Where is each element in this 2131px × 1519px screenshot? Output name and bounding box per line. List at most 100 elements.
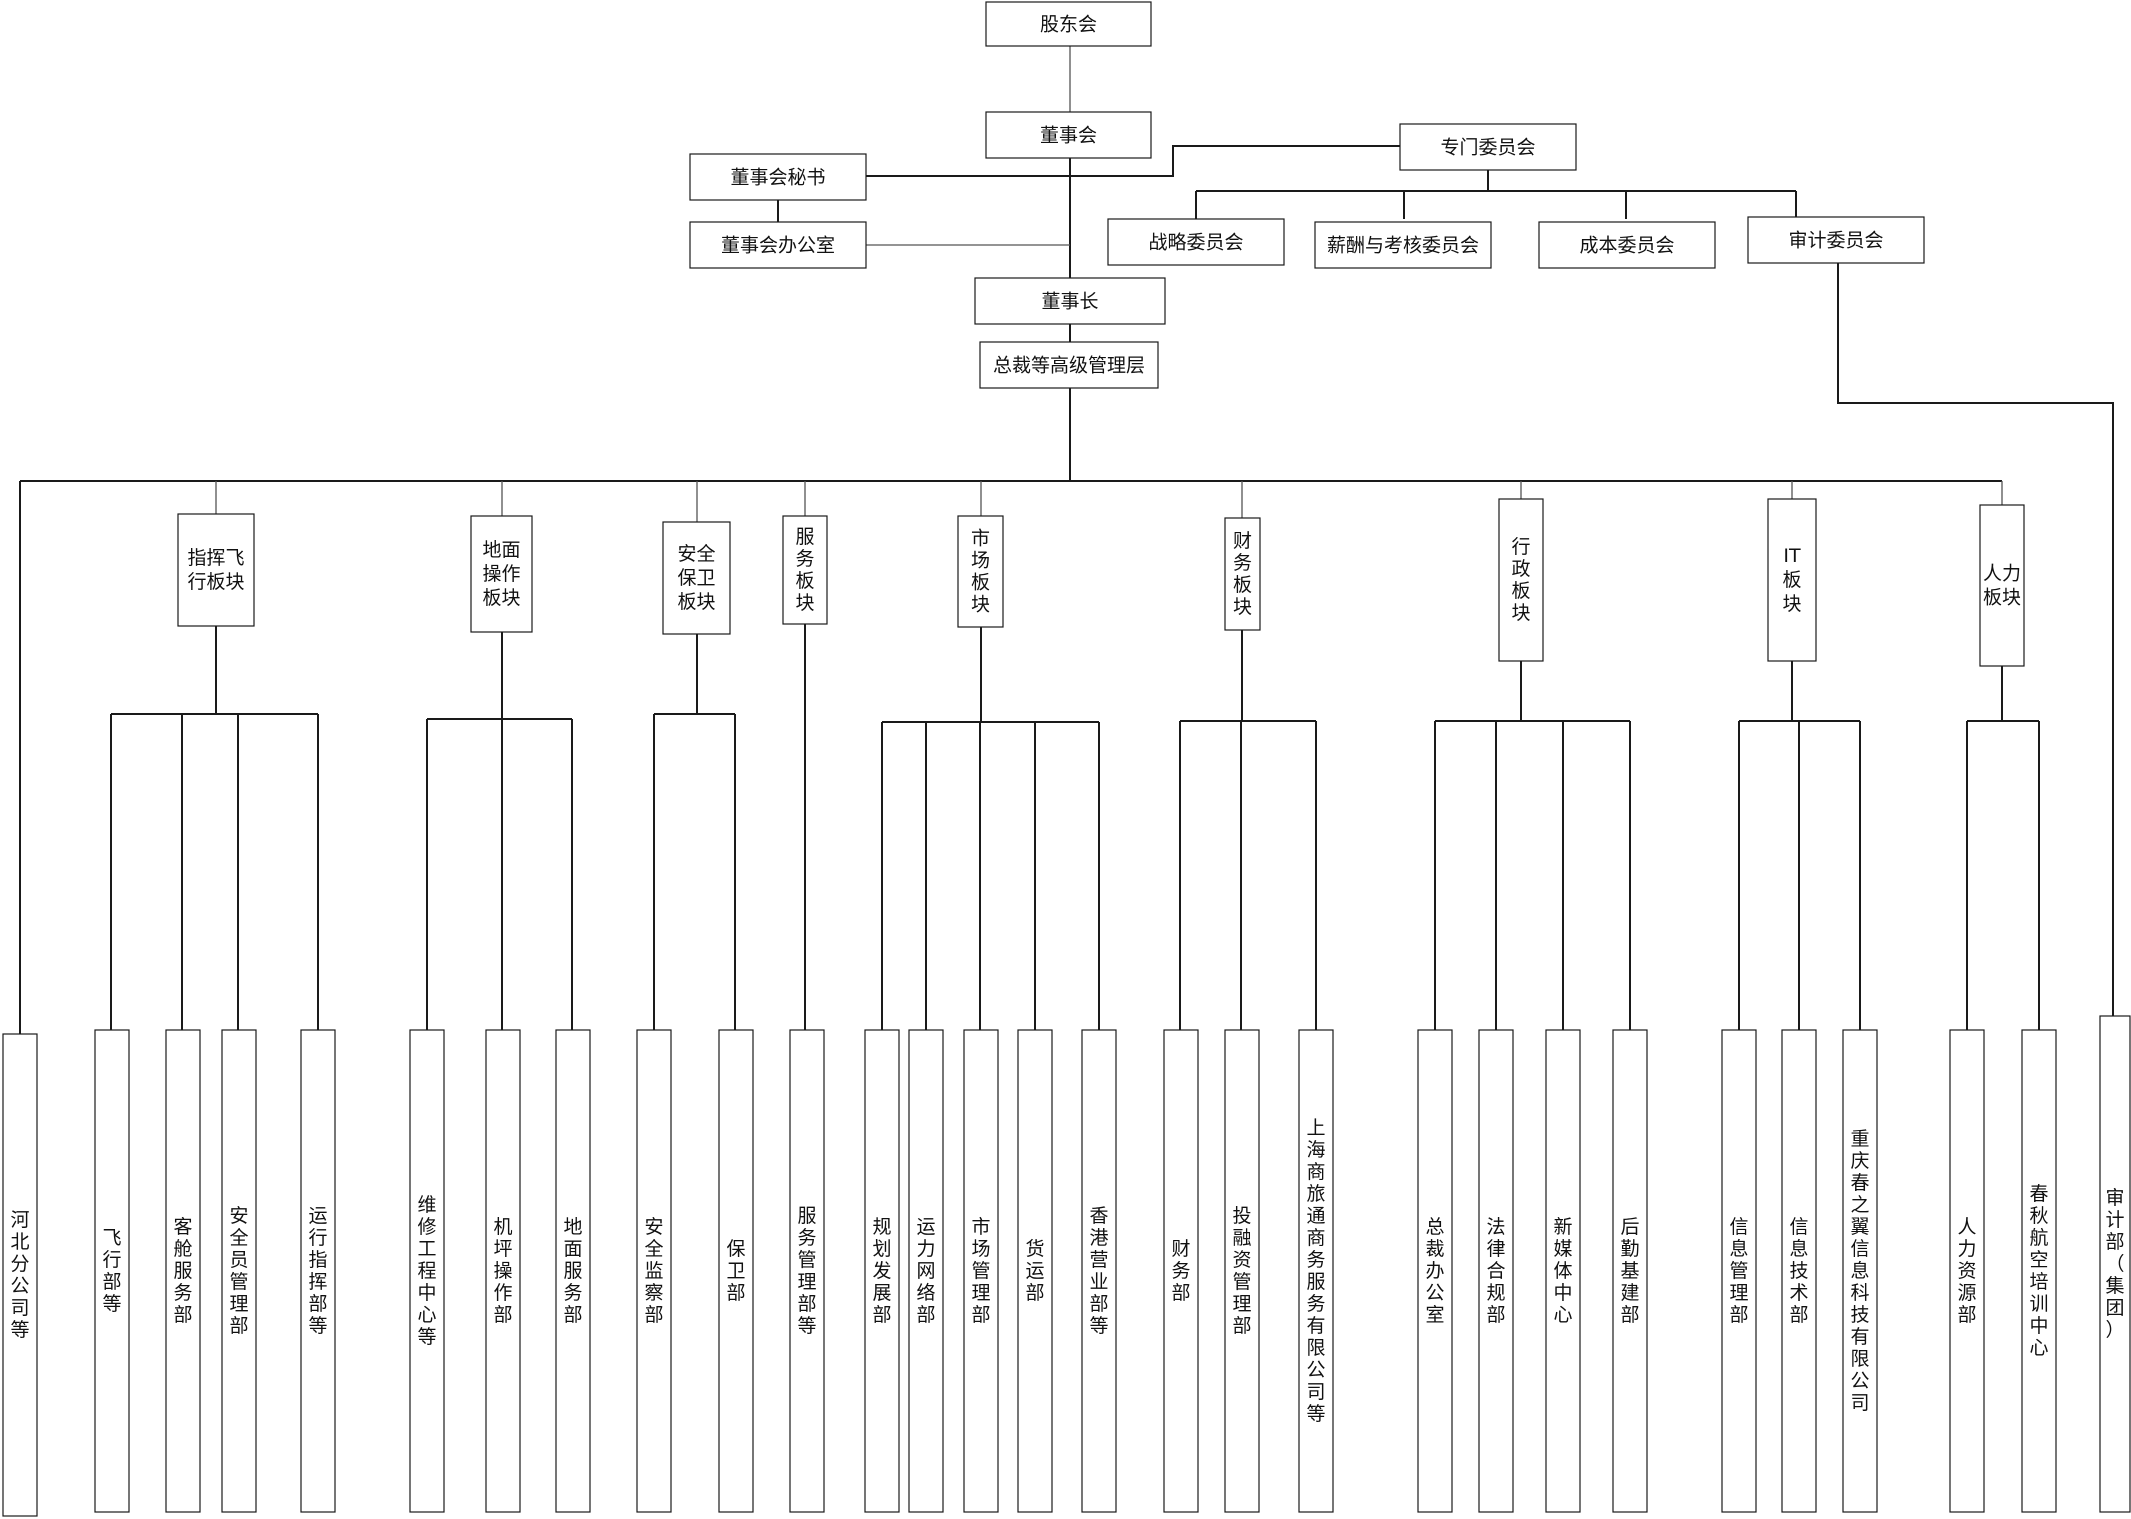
cost-committee-box-frame — [1538, 221, 1716, 269]
audit-committee-box-label: 审计委员会 — [1788, 230, 1883, 252]
dept-market-mgmt-label: 市场管理部 — [971, 1216, 990, 1326]
dept-finance-dept: 财务部 — [1163, 1029, 1199, 1513]
dept-hebei-branch-label: 河北分公司等 — [10, 1209, 29, 1341]
dept-logistics-label: 后勤基建部 — [1620, 1216, 1639, 1326]
compensation-committee-box-frame — [1314, 221, 1492, 269]
dept-apron-ops-label: 机坪操作部 — [493, 1216, 512, 1326]
dept-hr-dept: 人力资源部 — [1949, 1029, 1985, 1513]
dept-maintenance-label: 维修工程中心等 — [417, 1194, 436, 1348]
sector-service: 服务板块 — [782, 515, 828, 625]
dept-info-tech-frame — [1781, 1029, 1817, 1513]
dept-planning: 规划发展部 — [864, 1029, 900, 1513]
dept-legal-frame — [1478, 1029, 1514, 1513]
dept-shanghai-travel: 上海商旅通商务服务有限公司等 — [1298, 1029, 1334, 1513]
sector-finance-frame — [1224, 517, 1261, 631]
sector-market-frame — [957, 515, 1004, 628]
committee-group-box: 专门委员会 — [1399, 123, 1577, 171]
sector-it-frame — [1767, 498, 1817, 662]
sector-market-label: 市场板块 — [971, 528, 990, 616]
dept-logistics: 后勤基建部 — [1612, 1029, 1648, 1513]
dept-cargo-label: 货运部 — [1025, 1238, 1044, 1304]
dept-flight-dept-frame — [94, 1029, 130, 1513]
dept-maintenance-frame — [409, 1029, 445, 1513]
sector-ground-ops-frame — [470, 515, 533, 633]
shareholders-box-frame — [985, 1, 1152, 47]
dept-info-mgmt-label: 信息管理部 — [1729, 1216, 1748, 1326]
dept-info-tech: 信息技术部 — [1781, 1029, 1817, 1513]
dept-hebei-branch: 河北分公司等 — [2, 1033, 38, 1517]
sector-security: 安全保卫板块 — [662, 521, 731, 635]
dept-new-media-frame — [1545, 1029, 1581, 1513]
dept-network: 运力网络部 — [908, 1029, 944, 1513]
dept-network-label: 运力网络部 — [916, 1216, 935, 1326]
dept-hr-dept-frame — [1949, 1029, 1985, 1513]
dept-hebei-branch-frame — [2, 1033, 38, 1517]
dept-hongkong-sales-label: 香港营业部等 — [1089, 1205, 1108, 1337]
sector-hr: 人力板块 — [1979, 504, 2025, 667]
dept-ops-command: 运行指挥部等 — [300, 1029, 336, 1513]
chairman-box-label: 董事长 — [1041, 291, 1098, 313]
dept-hr-dept-label: 人力资源部 — [1957, 1216, 1976, 1326]
dept-investment-frame — [1224, 1029, 1260, 1513]
dept-president-office-label: 总裁办公室 — [1425, 1216, 1444, 1326]
dept-market-mgmt: 市场管理部 — [963, 1029, 999, 1513]
dept-chongqing-tech-frame — [1842, 1029, 1878, 1513]
committee-group-box-label: 专门委员会 — [1440, 137, 1535, 159]
dept-cabin-service-frame — [165, 1029, 201, 1513]
compensation-committee-box-label: 薪酬与考核委员会 — [1327, 235, 1479, 257]
dept-chongqing-tech-label: 重庆春之翼信息科技有限公司 — [1850, 1128, 1869, 1414]
dept-finance-dept-label: 财务部 — [1171, 1238, 1190, 1304]
sector-admin-frame — [1498, 498, 1544, 662]
dept-hongkong-sales-frame — [1081, 1029, 1117, 1513]
sector-service-frame — [782, 515, 828, 625]
dept-network-frame — [908, 1029, 944, 1513]
audit-committee-box-frame — [1747, 216, 1925, 264]
senior-management-box-label: 总裁等高级管理层 — [993, 355, 1145, 377]
dept-hongkong-sales: 香港营业部等 — [1081, 1029, 1117, 1513]
senior-management-box-frame — [979, 341, 1159, 389]
dept-finance-dept-frame — [1163, 1029, 1199, 1513]
sector-service-label: 服务板块 — [795, 526, 814, 614]
dept-info-mgmt-frame — [1721, 1029, 1757, 1513]
dept-audit-group-frame — [2099, 1015, 2131, 1513]
dept-safety-mgmt-label: 安全员管理部 — [229, 1205, 248, 1337]
strategy-committee-box-frame — [1107, 218, 1285, 266]
dept-cabin-service: 客舱服务部 — [165, 1029, 201, 1513]
sector-flight-command-label: 指挥飞行板块 — [187, 547, 244, 593]
board-secretary-box-label: 董事会秘书 — [730, 167, 825, 189]
dept-cargo: 货运部 — [1017, 1029, 1053, 1513]
dept-security-dept: 保卫部 — [718, 1029, 754, 1513]
committee-group-box-frame — [1399, 123, 1577, 171]
dept-chongqing-tech: 重庆春之翼信息科技有限公司 — [1842, 1029, 1878, 1513]
dept-shanghai-travel-frame — [1298, 1029, 1334, 1513]
dept-market-mgmt-frame — [963, 1029, 999, 1513]
connector-lines — [19, 46, 2114, 1034]
chairman-box: 董事长 — [974, 277, 1166, 325]
cost-committee-box: 成本委员会 — [1538, 221, 1716, 269]
dept-new-media-label: 新媒体中心 — [1553, 1216, 1572, 1326]
dept-investment: 投融资管理部 — [1224, 1029, 1260, 1513]
dept-service-mgmt-frame — [789, 1029, 825, 1513]
strategy-committee-box-label: 战略委员会 — [1148, 232, 1243, 254]
shareholders-box: 股东会 — [985, 1, 1152, 47]
board-box-frame — [985, 111, 1152, 159]
board-office-box: 董事会办公室 — [689, 221, 867, 269]
dept-ops-command-label: 运行指挥部等 — [308, 1205, 327, 1337]
board-box: 董事会 — [985, 111, 1152, 159]
senior-management-box: 总裁等高级管理层 — [979, 341, 1159, 389]
line-board-committee — [1070, 145, 1400, 177]
dept-training-frame — [2021, 1029, 2057, 1513]
dept-security-dept-frame — [718, 1029, 754, 1513]
board-office-box-label: 董事会办公室 — [721, 235, 835, 257]
dept-cargo-frame — [1017, 1029, 1053, 1513]
dept-info-tech-label: 信息技术部 — [1789, 1216, 1808, 1326]
cost-committee-box-label: 成本委员会 — [1579, 235, 1674, 257]
dept-ops-command-frame — [300, 1029, 336, 1513]
sector-hr-label: 人力板块 — [1983, 563, 2021, 609]
dept-ground-service-label: 地面服务部 — [563, 1216, 582, 1326]
dept-training-label: 春秋航空培训中心 — [2029, 1183, 2048, 1359]
